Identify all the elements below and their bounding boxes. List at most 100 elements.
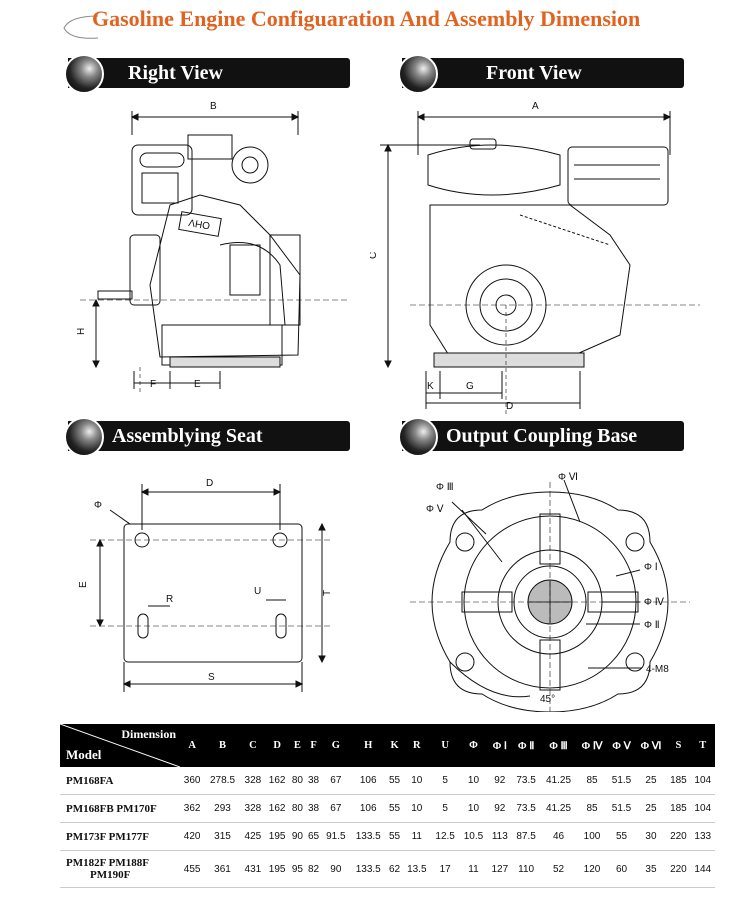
bullet-ball-icon <box>398 54 438 94</box>
value-cell: 431 <box>240 850 265 888</box>
dim-label-bolts: 4-M8 <box>646 664 669 675</box>
dimension-table: Dimension Model A B C D E F G H K R U Φ … <box>60 724 715 888</box>
dim-label-g: G <box>466 381 474 392</box>
bullet-ball-icon <box>64 54 104 94</box>
value-cell: 113 <box>487 822 512 851</box>
column-header: C <box>240 724 265 767</box>
column-header: Φ Ⅱ <box>511 724 541 767</box>
value-cell: 100 <box>576 822 608 851</box>
value-cell: 362 <box>180 794 205 823</box>
value-cell: 420 <box>180 822 205 851</box>
column-header: B <box>204 724 241 767</box>
value-cell: 25 <box>635 794 667 823</box>
value-cell: 104 <box>690 767 715 795</box>
value-cell: 62 <box>386 850 403 888</box>
value-cell: 67 <box>321 794 350 823</box>
dim-label-phi3: Φ Ⅲ <box>436 482 454 493</box>
value-cell: 60 <box>607 850 636 888</box>
value-cell: 185 <box>666 767 691 795</box>
value-cell: 10 <box>402 794 431 823</box>
value-cell: 127 <box>487 850 512 888</box>
bullet-ball-icon <box>64 417 104 457</box>
value-cell: 10 <box>459 794 488 823</box>
value-cell: 133 <box>690 822 715 851</box>
value-cell: 13.5 <box>402 850 431 888</box>
value-cell: 10 <box>402 767 431 795</box>
table-row: PM173F PM177F 420 315 425 195 90 65 91.5… <box>60 822 715 851</box>
value-cell: 82 <box>305 850 322 888</box>
dim-label-a: A <box>532 101 539 112</box>
value-cell: 38 <box>305 794 322 823</box>
value-cell: 12.5 <box>430 822 460 851</box>
value-cell: 133.5 <box>350 850 387 888</box>
table-row: PM168FB PM170F 362 293 328 162 80 38 67 … <box>60 794 715 823</box>
value-cell: 38 <box>305 767 322 795</box>
dim-label-phi4: Φ Ⅳ <box>644 597 665 608</box>
column-header: Φ Ⅳ <box>576 724 608 767</box>
value-cell: 55 <box>386 822 403 851</box>
value-cell: 106 <box>350 794 387 823</box>
column-header: R <box>402 724 431 767</box>
value-cell: 195 <box>265 850 290 888</box>
value-cell: 95 <box>289 850 306 888</box>
value-cell: 55 <box>386 794 403 823</box>
value-cell: 162 <box>265 794 290 823</box>
column-header: U <box>430 724 460 767</box>
dim-label-phi: Φ <box>94 500 102 511</box>
value-cell: 80 <box>289 794 306 823</box>
value-cell: 85 <box>576 794 608 823</box>
value-cell: 162 <box>265 767 290 795</box>
value-cell: 110 <box>511 850 541 888</box>
value-cell: 91.5 <box>321 822 350 851</box>
column-header: F <box>305 724 322 767</box>
value-cell: 67 <box>321 767 350 795</box>
column-header: G <box>321 724 350 767</box>
value-cell: 51.5 <box>607 767 636 795</box>
section-title: Assemblying Seat <box>112 424 263 447</box>
value-cell: 278.5 <box>204 767 241 795</box>
value-cell: 220 <box>666 822 691 851</box>
model-cell: PM182F PM188F PM190F <box>60 850 180 888</box>
dim-label-t: T <box>322 590 333 596</box>
value-cell: 85 <box>576 767 608 795</box>
value-cell: 315 <box>204 822 241 851</box>
value-cell: 90 <box>289 822 306 851</box>
dim-label-c: C <box>370 252 379 259</box>
front-view-drawing: A C K G D <box>370 101 700 415</box>
section-title: Right View <box>128 61 223 84</box>
dim-label-phi2: Φ Ⅱ <box>644 620 660 631</box>
table-row: PM168FA 360 278.5 328 162 80 38 67 106 5… <box>60 767 715 795</box>
dim-label-b: B <box>210 101 217 112</box>
dim-label-k: K <box>427 381 434 392</box>
output-base-drawing: Φ Ⅲ Φ Ⅵ Φ Ⅴ Φ Ⅰ Φ Ⅳ Φ Ⅱ 4-M8 45° <box>410 472 690 712</box>
column-header: H <box>350 724 387 767</box>
dim-label-phi6: Φ Ⅵ <box>558 472 578 483</box>
dim-label-h: H <box>76 328 87 335</box>
value-cell: 52 <box>540 850 577 888</box>
value-cell: 361 <box>204 850 241 888</box>
value-cell: 5 <box>430 794 460 823</box>
table-header-row: Dimension Model A B C D E F G H K R U Φ … <box>60 724 715 767</box>
model-name: PM190F <box>90 869 131 881</box>
value-cell: 92 <box>487 767 512 795</box>
value-cell: 328 <box>240 767 265 795</box>
value-cell: 10 <box>459 767 488 795</box>
value-cell: 425 <box>240 822 265 851</box>
value-cell: 133.5 <box>350 822 387 851</box>
value-cell: 106 <box>350 767 387 795</box>
model-header: Model <box>66 747 102 762</box>
value-cell: 5 <box>430 767 460 795</box>
dim-label-s: S <box>208 672 215 683</box>
page-title: Gasoline Engine Configuaration And Assem… <box>92 6 641 31</box>
section-front-view: Front View <box>398 54 684 94</box>
column-header: S <box>666 724 691 767</box>
value-cell: 35 <box>635 850 667 888</box>
column-header: Φ Ⅰ <box>487 724 512 767</box>
value-cell: 455 <box>180 850 205 888</box>
value-cell: 10.5 <box>459 822 488 851</box>
title-swoosh-icon <box>63 15 99 39</box>
dim-label-phi5: Φ Ⅴ <box>426 504 444 515</box>
value-cell: 55 <box>386 767 403 795</box>
table-row: PM182F PM188F PM190F 455 361 431 195 95 … <box>60 850 715 888</box>
value-cell: 90 <box>321 850 350 888</box>
